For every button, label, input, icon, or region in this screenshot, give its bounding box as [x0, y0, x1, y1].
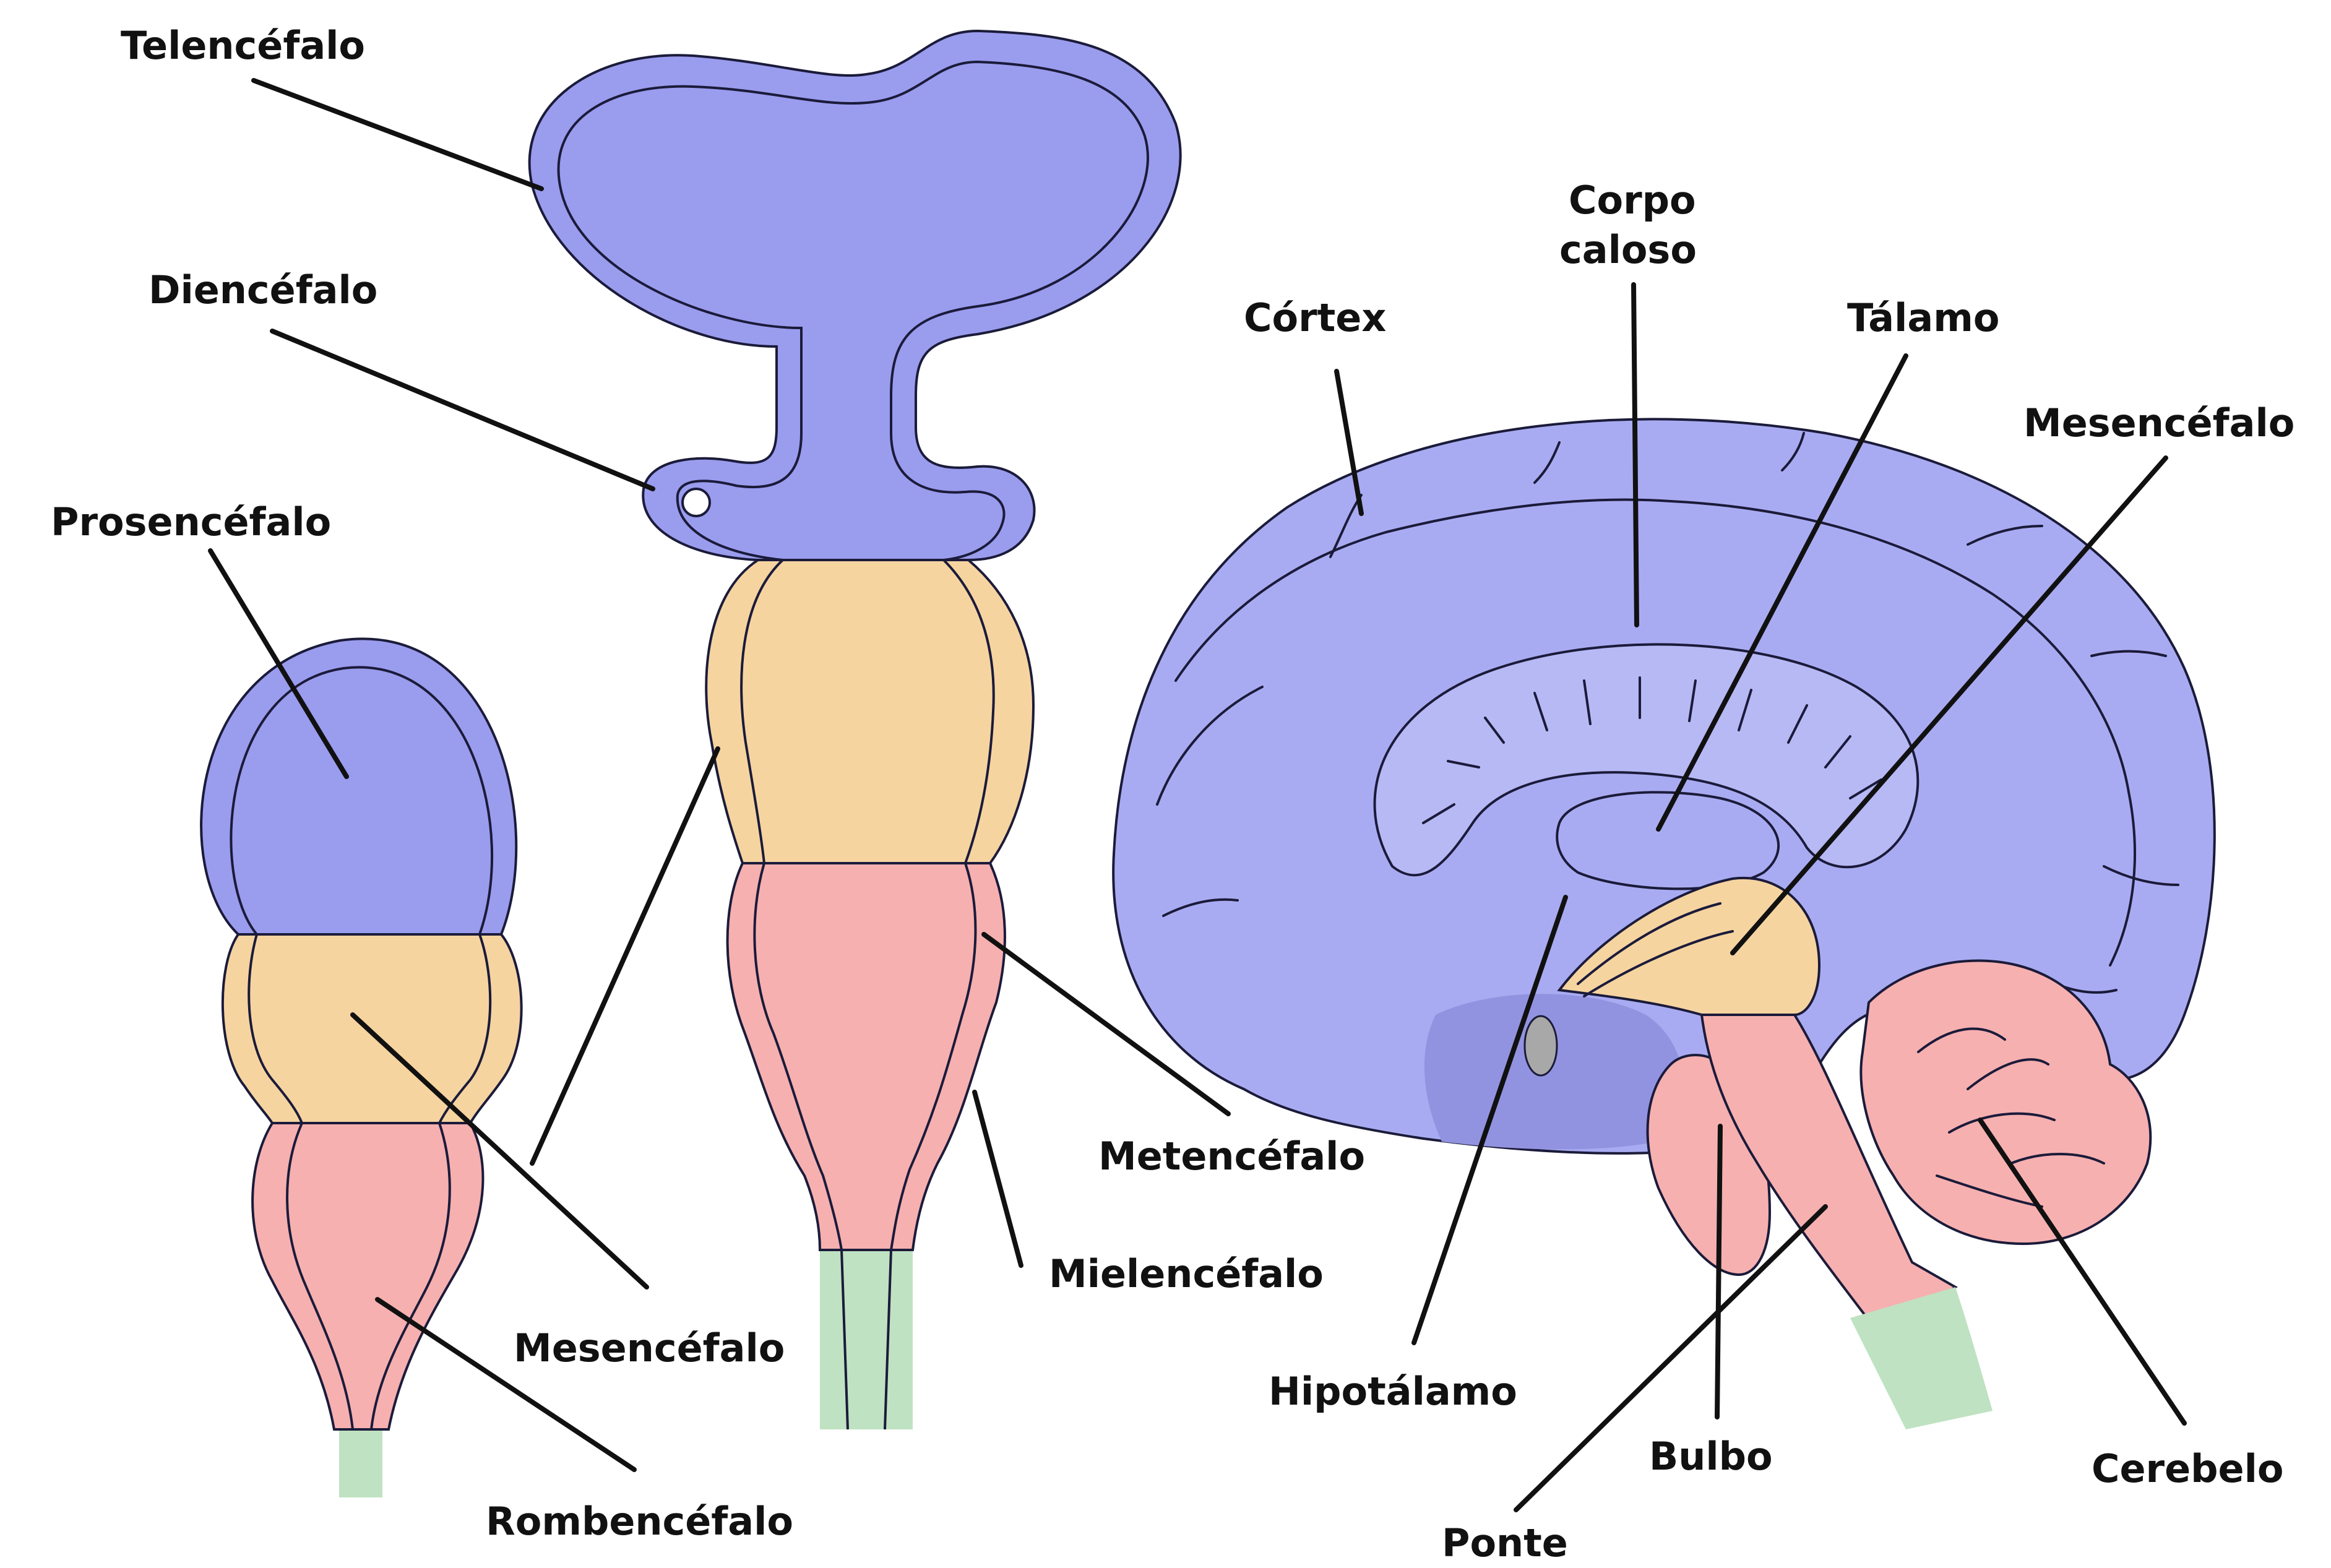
five-vesicle-embryo	[530, 31, 1181, 1429]
label-corpo-caloso-line2: caloso	[1559, 227, 1697, 272]
label-metencefalo: Metencéfalo	[1098, 1134, 1365, 1179]
label-cerebelo: Cerebelo	[2092, 1446, 2283, 1491]
label-corpo-caloso-line1: Corpo	[1569, 178, 1696, 223]
prosencephalon-vesicle	[201, 639, 516, 934]
hypothalamus-nucleus	[1525, 1016, 1557, 1075]
label-prosencefalo: Prosencéfalo	[51, 499, 331, 545]
label-mielencefalo: Mielencéfalo	[1049, 1251, 1324, 1296]
label-talamo: Tálamo	[1847, 295, 1999, 340]
mesencephalon-vesicle	[223, 934, 522, 1123]
label-ponte: Ponte	[1442, 1520, 1568, 1566]
three-vesicle-spinal-cord	[339, 1429, 382, 1497]
label-cortex: Córtex	[1244, 295, 1386, 340]
label-mesencefalo-embryo: Mesencéfalo	[514, 1325, 785, 1371]
three-vesicle-embryo	[201, 639, 522, 1497]
label-rombencefalo: Rombencéfalo	[486, 1499, 793, 1544]
hindbrain-vesicle	[728, 863, 1005, 1250]
inferior-cortex-shadow	[1424, 994, 1684, 1149]
midbrain-vesicle	[706, 560, 1033, 863]
label-hipotalamo: Hipotálamo	[1269, 1369, 1517, 1414]
label-mesencefalo-adult: Mesencéfalo	[2023, 400, 2294, 446]
label-diencefalo: Diencéfalo	[149, 267, 377, 312]
diencephalon-loop	[683, 489, 710, 516]
five-vesicle-spinal-cord	[820, 1250, 913, 1429]
label-telencefalo: Telencéfalo	[121, 23, 365, 68]
label-bulbo: Bulbo	[1649, 1434, 1773, 1479]
